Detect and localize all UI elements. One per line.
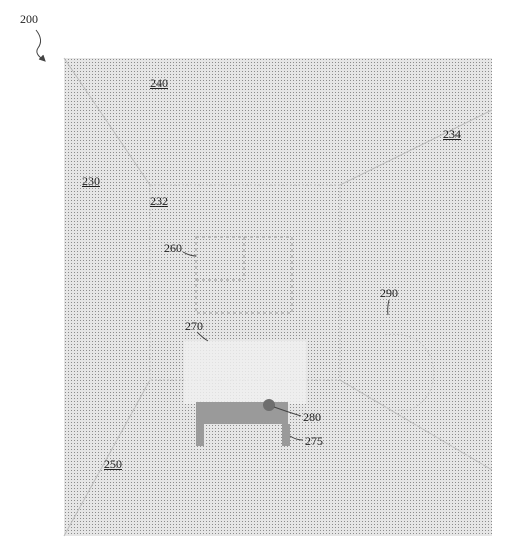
label-280: 280 <box>303 410 321 424</box>
leader-275 <box>289 435 304 441</box>
label-250: 250 <box>104 457 122 471</box>
perspective-line-left <box>63 57 151 186</box>
figure-ref-200: 200 <box>20 12 38 26</box>
label-270: 270 <box>185 319 203 333</box>
object-260 <box>195 236 293 314</box>
floor-line-right <box>339 379 493 471</box>
perspective-lines <box>63 57 493 537</box>
base-275-leg-left <box>196 424 204 446</box>
leader-290 <box>387 299 390 316</box>
dotted-panel <box>64 58 492 536</box>
screen-270 <box>184 341 306 404</box>
arrow-200 <box>35 29 45 61</box>
leader-260 <box>182 251 197 257</box>
leader-270 <box>196 331 209 342</box>
object-290 <box>384 333 435 411</box>
arrow-200-head <box>38 54 46 62</box>
base-275-leg-right <box>282 424 290 446</box>
label-275: 275 <box>305 434 323 448</box>
label-290: 290 <box>380 286 398 300</box>
label-232: 232 <box>150 194 168 208</box>
label-230: 230 <box>82 174 100 188</box>
label-234: 234 <box>443 127 461 141</box>
floor-line-left <box>63 379 151 537</box>
label-240: 240 <box>150 76 168 90</box>
knob-280 <box>263 399 275 411</box>
leader-lines <box>35 29 390 441</box>
label-260: 260 <box>164 241 182 255</box>
perspective-line-right <box>339 109 493 186</box>
leader-280 <box>273 406 302 417</box>
